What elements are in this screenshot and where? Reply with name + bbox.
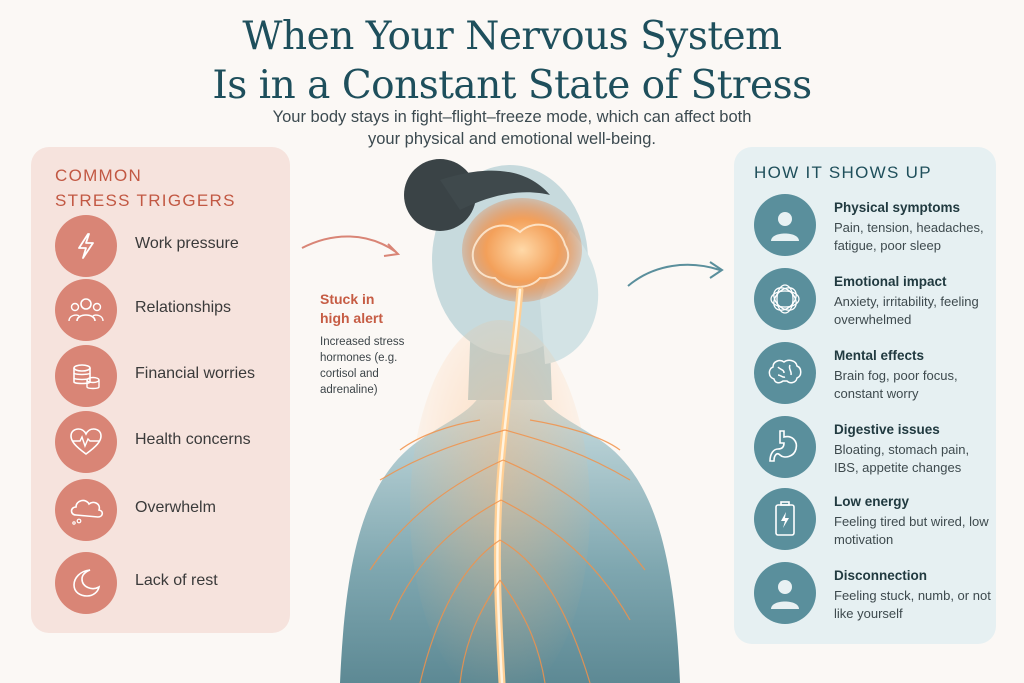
- trigger-item: Overwhelm: [55, 479, 285, 541]
- symptom-title: Digestive issues: [834, 422, 940, 437]
- people-icon: [55, 279, 117, 341]
- trigger-label: Health concerns: [135, 431, 251, 448]
- alert-title-line-1: Stuck in: [320, 291, 375, 307]
- symptoms-heading: HOW IT SHOWS UP: [754, 163, 932, 182]
- symptom-item: Physical symptoms Pain, tension, headach…: [754, 194, 994, 260]
- trigger-item: Relationships: [55, 279, 285, 341]
- symptom-item: Emotional impact Anxiety, irritability, …: [754, 268, 994, 334]
- triggers-heading-line-2: STRESS TRIGGERS: [55, 191, 236, 210]
- trigger-item: Lack of rest: [55, 552, 285, 614]
- trigger-item: Health concerns: [55, 411, 285, 473]
- cloud-icon: [55, 479, 117, 541]
- symptom-title: Mental effects: [834, 348, 925, 363]
- symptom-description: Feeling stuck, numb, or not like yoursel…: [834, 588, 991, 621]
- alert-description: Increased stress hormones (e.g. cortisol…: [320, 336, 405, 396]
- symptom-description: Pain, tension, headaches, fatigue, poor …: [834, 220, 984, 253]
- tangle-icon: [754, 268, 816, 330]
- symptom-title: Disconnection: [834, 568, 928, 583]
- symptom-description: Anxiety, irritability, feeling overwhelm…: [834, 294, 979, 327]
- person-icon: [754, 194, 816, 256]
- symptom-title: Emotional impact: [834, 274, 947, 289]
- arrow-to-brain: [301, 235, 401, 257]
- person-icon: [754, 562, 816, 624]
- trigger-item: Financial worries: [55, 345, 285, 407]
- how-it-shows-up-panel: HOW IT SHOWS UP Physical symptoms Pain, …: [734, 147, 996, 644]
- battery-icon: [754, 488, 816, 550]
- stomach-icon: [754, 416, 816, 478]
- page-title: When Your Nervous System Is in a Constan…: [0, 12, 1024, 110]
- symptom-title: Physical symptoms: [834, 200, 961, 215]
- symptom-item: Digestive issues Bloating, stomach pain,…: [754, 416, 994, 482]
- symptom-description: Bloating, stomach pain, IBS, appetite ch…: [834, 442, 970, 475]
- title-line-1: When Your Nervous System: [242, 14, 782, 59]
- triggers-heading-line-1: COMMON: [55, 166, 143, 185]
- trigger-label: Work pressure: [135, 235, 239, 252]
- symptom-item: Mental effects Brain fog, poor focus, co…: [754, 342, 994, 408]
- subtitle-line-2: your physical and emotional well-being.: [368, 130, 656, 148]
- lightning-icon: [55, 215, 117, 277]
- trigger-label: Financial worries: [135, 365, 256, 382]
- trigger-label: Relationships: [135, 299, 232, 316]
- alert-title-line-2: high alert: [320, 310, 384, 326]
- moon-icon: [55, 552, 117, 614]
- trigger-item: Work pressure: [55, 215, 285, 277]
- alert-title: Stuck in high alert: [320, 290, 420, 328]
- symptom-description: Feeling tired but wired, low motivation: [834, 514, 989, 547]
- symptom-item: Disconnection Feeling stuck, numb, or no…: [754, 562, 994, 628]
- triggers-heading: COMMON STRESS TRIGGERS: [55, 163, 285, 213]
- symptom-title: Low energy: [834, 494, 910, 509]
- brain-icon: [754, 342, 816, 404]
- heartbeat-icon: [55, 411, 117, 473]
- trigger-label: Lack of rest: [135, 572, 218, 589]
- nervous-system-figure: [340, 159, 680, 683]
- arrow-to-symptoms: [627, 261, 724, 287]
- symptom-item: Low energy Feeling tired but wired, low …: [754, 488, 994, 554]
- symptom-description: Brain fog, poor focus, constant worry: [834, 368, 958, 401]
- coins-icon: [55, 345, 117, 407]
- trigger-label: Overwhelm: [135, 499, 216, 516]
- page-subtitle: Your body stays in fight–flight–freeze m…: [232, 106, 792, 150]
- title-line-2: Is in a Constant State of Stress: [212, 63, 812, 108]
- stress-triggers-panel: COMMON STRESS TRIGGERS Work pressure Rel…: [31, 147, 290, 633]
- subtitle-line-1: Your body stays in fight–flight–freeze m…: [272, 108, 752, 126]
